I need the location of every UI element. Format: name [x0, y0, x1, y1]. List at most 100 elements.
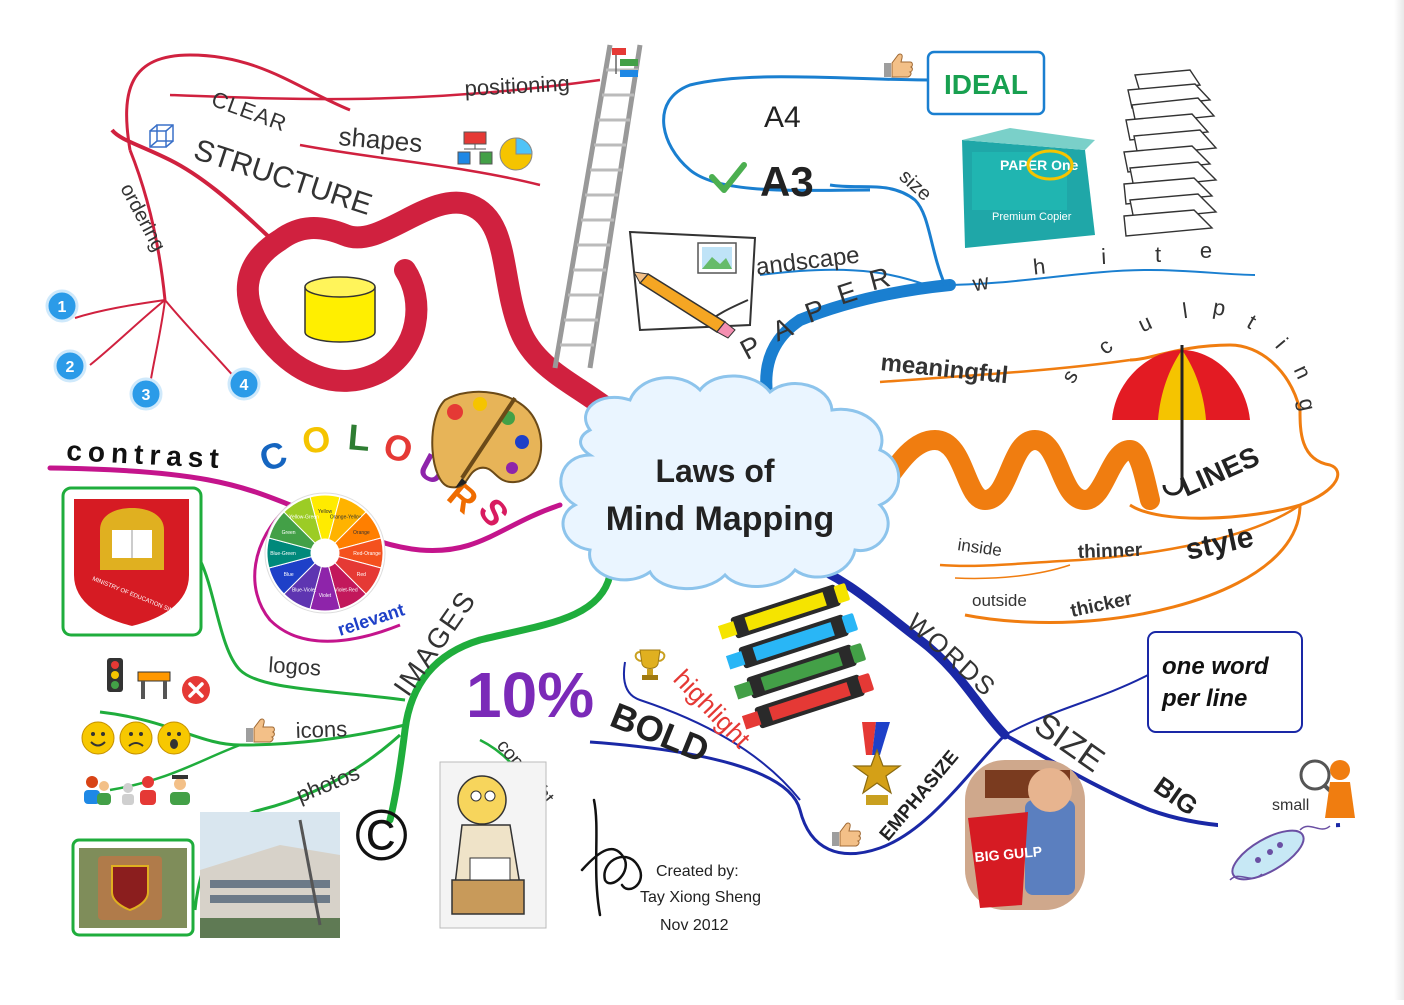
cartoon-drawing-image	[439, 761, 547, 929]
wheel-label-0: Yellow	[318, 509, 333, 515]
white-branch	[939, 268, 1256, 286]
words-main-branch	[795, 555, 1010, 740]
highlighter-3	[741, 673, 874, 730]
meaningful-branch	[879, 358, 1131, 384]
database-icon	[304, 276, 376, 343]
number-label-3: 3	[142, 387, 151, 404]
size-branch	[829, 183, 947, 286]
paper-box-brand: PAPER One	[1000, 157, 1079, 173]
shapes-branch	[299, 143, 541, 187]
credits-line2: Tay Xiong Sheng	[640, 889, 761, 906]
checkmark-icon	[709, 162, 747, 193]
sculpting-letters-letter-0: s	[1056, 365, 1083, 387]
number-circle-2	[53, 349, 87, 383]
landscape-label: andscape	[754, 241, 861, 280]
paper-stack-image	[1123, 69, 1218, 237]
credits-line1: Created by:	[656, 863, 739, 880]
paper-box-image: PAPER One Premium Copier	[962, 128, 1095, 248]
structure-sub-branch	[110, 128, 272, 240]
one-word-branch	[1004, 674, 1149, 736]
gate-photo	[71, 838, 195, 937]
landscape-branch	[759, 268, 941, 291]
logos-branch	[198, 559, 406, 702]
number-circle-1	[45, 289, 79, 323]
white-letters-letter-4: e	[1200, 238, 1212, 263]
credits: Created by: Tay Xiong Sheng Nov 2012	[580, 798, 761, 934]
white-letters-letter-2: i	[1101, 244, 1107, 269]
sculpting-letters-letter-5: t	[1243, 309, 1261, 334]
one-word-line2: per line	[1161, 685, 1247, 712]
words-label: WORDS	[901, 607, 1003, 703]
words-branch: WORDS SIZE BIG small EMPHASIZE BOLD high…	[466, 555, 1355, 910]
error-icon	[182, 676, 210, 704]
color-wheel-image: YellowOrange-YellowOrangeRed-OrangeRedVi…	[264, 492, 386, 614]
smiley-surprised-icon	[157, 721, 191, 755]
umbrella-icon	[1112, 345, 1250, 496]
signature	[580, 798, 643, 917]
thicker-branch	[964, 504, 1302, 624]
colours-letters-letter-1: O	[300, 417, 333, 462]
star-medal-icon	[852, 722, 902, 805]
paper-box-sub: Premium Copier	[992, 211, 1072, 223]
positioning-branch	[169, 78, 601, 101]
paint-palette-icon	[431, 390, 543, 489]
moe-crest-logo: MINISTRY OF EDUCATION SINGAPORE	[61, 486, 203, 637]
paper-main-branch	[760, 279, 956, 416]
clear-label: CLEAR	[208, 86, 290, 136]
central-line2: Mind Mapping	[606, 500, 835, 538]
emphasize-branch	[589, 733, 1007, 856]
positioning-label: positioning	[464, 71, 570, 101]
colours-letters-letter-2: L	[346, 416, 371, 459]
wheel-label-4: Red	[357, 572, 366, 578]
roadblock-icon	[137, 671, 171, 699]
lines-outline	[1129, 343, 1340, 520]
page-edge-shadow	[1394, 0, 1404, 1000]
traffic-light-icon	[107, 658, 123, 692]
magnifier-person-icon	[1299, 759, 1355, 818]
outside-label: outside	[972, 591, 1027, 610]
ideal-box: IDEAL	[926, 50, 1046, 116]
highlighter-markers-image	[717, 583, 874, 730]
people-icons	[84, 775, 190, 805]
smiley-sad-icon	[119, 721, 153, 755]
wheel-label-2: Orange	[353, 530, 370, 536]
paper-letters-letter-0: P	[735, 330, 766, 366]
image-frame-icon	[697, 242, 737, 274]
number-label-2: 2	[66, 359, 75, 376]
wheel-label-6: Violet	[319, 593, 332, 599]
small-label: small	[1272, 797, 1309, 814]
bacteria-sketch-image	[1218, 823, 1336, 897]
inside-branch	[954, 564, 1071, 580]
relevant-branch	[253, 503, 401, 643]
big-gulp-text: BIG GULP	[974, 843, 1043, 865]
structure-main-branch	[236, 191, 651, 451]
ordering-twig-1	[74, 299, 166, 319]
central-topic: Laws of Mind Mapping	[559, 374, 901, 590]
positioning-icon	[612, 48, 638, 77]
sculpting-letters-letter-7: n	[1289, 361, 1317, 383]
wheel-label-9: Blue-Green	[270, 551, 296, 557]
thumbs-up-icon-2	[832, 822, 861, 847]
inside-label: inside	[956, 535, 1003, 560]
ordering-twig-2	[89, 299, 166, 366]
big-gulp-photo: BIG GULP	[965, 760, 1085, 910]
highlighter-2	[733, 643, 866, 700]
smiley-happy-icon	[81, 721, 115, 755]
wheel-label-3: Red-Orange	[353, 551, 381, 557]
highlighter-1	[725, 613, 858, 670]
sculpting-letters-letter-8: g	[1294, 396, 1321, 413]
one-word-per-line-box: one word per line	[1147, 631, 1303, 733]
white-letters-letter-0: w	[970, 269, 991, 297]
sculpting-letters-letter-1: c	[1093, 333, 1117, 359]
thinner-label: thinner	[1077, 540, 1143, 563]
school-building-photo	[200, 812, 340, 938]
number-circle-3	[129, 377, 163, 411]
copyright-symbol: ©	[355, 796, 408, 876]
ideal-label: IDEAL	[944, 69, 1028, 100]
